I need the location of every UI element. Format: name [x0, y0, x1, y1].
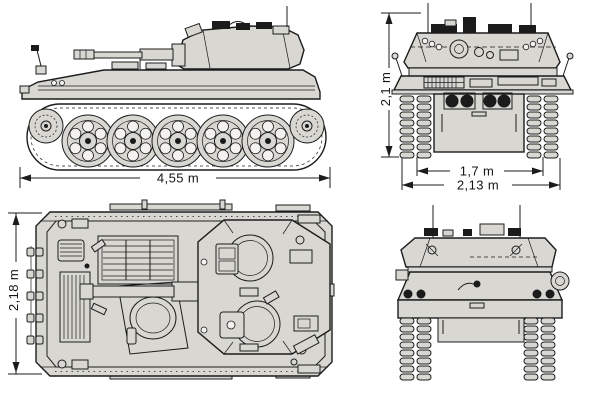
- driver-station: [117, 281, 189, 355]
- roof-stowage: [488, 24, 512, 33]
- main-gun-plan: [79, 281, 199, 302]
- periscope: [236, 23, 250, 30]
- tail-light: [545, 289, 555, 299]
- dim-arrow: [549, 181, 560, 189]
- deck-stowage: [111, 61, 139, 70]
- rear-plate: [397, 299, 563, 343]
- muzzle-plan: [79, 283, 94, 300]
- tail-light: [416, 289, 426, 299]
- front-lamp: [35, 65, 47, 75]
- height-dimension: 2,1 m: [378, 12, 421, 158]
- turret-front: [403, 17, 561, 69]
- gunner-sight: [449, 39, 469, 59]
- louver-block: [423, 76, 465, 89]
- roof-stowage: [424, 228, 438, 236]
- mirror-stalk: [36, 49, 42, 67]
- rail-bar: [109, 203, 233, 211]
- drive-sprocket: [28, 108, 64, 144]
- recoil-sleeve: [139, 48, 174, 61]
- dim-label-length: 4,55 m: [157, 171, 199, 186]
- road-wheel: [196, 114, 250, 168]
- dim-arrow: [12, 362, 20, 373]
- overall-width-dimension: 2,13 m: [401, 158, 561, 193]
- road-wheel: [241, 114, 295, 168]
- exhaust-housing: [550, 271, 570, 291]
- top-view: 2,18 m: [6, 199, 335, 380]
- track-right-rear: [524, 318, 555, 380]
- dim-arrow: [12, 214, 20, 225]
- track-left: [400, 96, 431, 158]
- roof-stowage: [463, 229, 472, 236]
- dim-arrow: [385, 146, 393, 157]
- engine-grilles: [57, 235, 179, 343]
- turret-plan: [197, 219, 331, 355]
- rear-view: [395, 205, 570, 380]
- length-dimension: 4,55 m: [19, 167, 331, 188]
- gun-barrel-plan: [91, 285, 175, 298]
- roof-stowage: [508, 228, 521, 236]
- side-mirror: [566, 52, 574, 60]
- smoke-launcher: [184, 22, 203, 38]
- roof-stowage: [431, 24, 457, 33]
- roof-stowage: [519, 25, 536, 33]
- periscope: [212, 21, 230, 29]
- periscope: [256, 22, 272, 29]
- dim-arrow: [319, 174, 330, 182]
- mantlet-plan: [171, 281, 199, 302]
- tail-light: [532, 289, 542, 299]
- turret-rear: [400, 223, 557, 273]
- dim-arrow: [417, 167, 428, 175]
- engine-deck-rear: [395, 269, 570, 301]
- upper-hull-front: [391, 52, 574, 91]
- dim-arrow: [385, 13, 393, 24]
- headlight: [483, 94, 497, 108]
- dim-label-height: 2,1 m: [378, 72, 393, 107]
- dim-label-track-width: 1,7 m: [460, 164, 495, 179]
- roof-stowage: [463, 17, 476, 33]
- idler-wheel: [289, 108, 325, 144]
- main-gun-side: [73, 48, 174, 61]
- hull-side: [19, 45, 321, 100]
- road-wheel: [151, 114, 205, 168]
- front-view: 2,1 m 1,7 m 2,13 m: [378, 3, 574, 193]
- road-wheel: [61, 114, 115, 168]
- rail-bar: [275, 204, 311, 212]
- side-fittings: [26, 246, 44, 345]
- road-wheel: [106, 114, 160, 168]
- gun-barrel: [93, 51, 143, 59]
- hull-width-dimension: 2,18 m: [6, 212, 42, 375]
- side-mirror: [391, 52, 399, 60]
- dim-arrow: [402, 181, 413, 189]
- track-width-dimension: 1,7 m: [416, 157, 544, 179]
- running-gear: [28, 108, 325, 168]
- dim-label-overall-width: 2,13 m: [457, 178, 499, 193]
- dim-arrow: [532, 167, 543, 175]
- headlight: [445, 94, 459, 108]
- gun-mantlet: [171, 43, 186, 67]
- cupola-dome: [227, 21, 249, 27]
- headlight: [497, 94, 511, 108]
- tail-light: [403, 289, 413, 299]
- dim-arrow: [20, 174, 31, 182]
- headlight: [460, 94, 474, 108]
- dim-label-hull-width: 2,18 m: [6, 269, 21, 311]
- turret-side: [171, 6, 305, 70]
- turret-ring: [408, 67, 558, 77]
- track-left-rear: [400, 318, 431, 380]
- hull-face: [433, 92, 525, 153]
- muzzle-brake: [73, 49, 95, 60]
- track-right: [527, 96, 558, 158]
- side-view: 4,55 m: [19, 6, 331, 188]
